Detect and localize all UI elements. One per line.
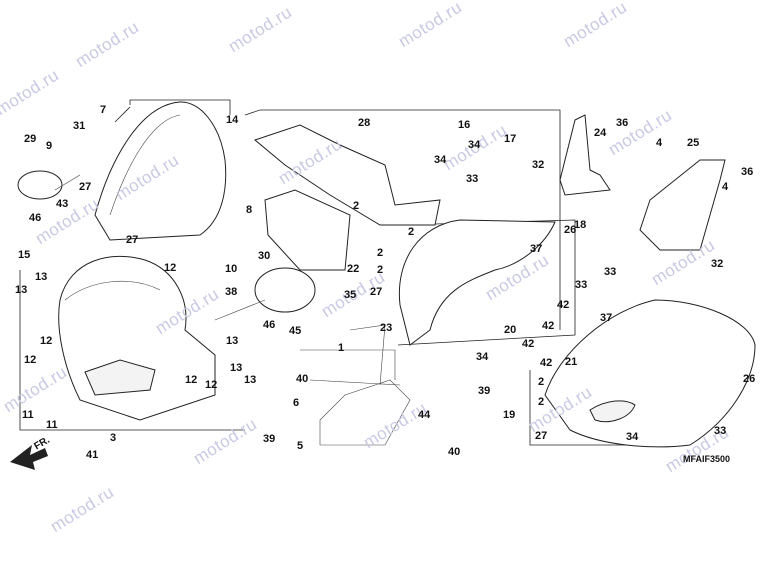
callout-33: 33 (466, 173, 479, 185)
callout-1: 1 (338, 342, 345, 354)
callout-5: 5 (297, 440, 304, 452)
callout-2: 2 (377, 247, 384, 259)
callout-29: 29 (24, 133, 37, 145)
callout-16: 16 (458, 119, 471, 131)
callout-25: 25 (687, 137, 700, 149)
callout-7: 7 (100, 104, 107, 116)
callout-40: 40 (448, 446, 461, 458)
inner-panel (253, 124, 441, 226)
callout-13: 13 (244, 374, 257, 386)
callout-42: 42 (522, 338, 535, 350)
mirror-right (214, 267, 316, 321)
callout-33: 33 (714, 425, 727, 437)
callout-37: 37 (600, 312, 613, 324)
callout-15: 15 (18, 249, 31, 261)
callout-27: 27 (126, 234, 139, 246)
callout-3: 3 (110, 432, 117, 444)
callout-42: 42 (557, 299, 570, 311)
callout-34: 34 (476, 351, 489, 363)
callout-22: 22 (347, 263, 360, 275)
callout-33: 33 (575, 279, 588, 291)
callout-2: 2 (377, 264, 384, 276)
callout-33: 33 (604, 266, 617, 278)
callout-34: 34 (468, 139, 481, 151)
callout-35: 35 (344, 289, 357, 301)
callout-21: 21 (565, 356, 578, 368)
callout-36: 36 (616, 117, 629, 129)
callout-11: 11 (22, 409, 34, 421)
callout-2: 2 (408, 226, 415, 238)
mirror-left (17, 170, 81, 200)
callout-8: 8 (246, 204, 253, 216)
side-cowl (544, 299, 756, 448)
upper-cowl (398, 219, 556, 346)
callout-9: 9 (46, 140, 53, 152)
callout-4: 4 (722, 181, 729, 193)
callout-41: 41 (86, 449, 99, 461)
callout-34: 34 (626, 431, 639, 443)
callout-11: 11 (46, 419, 58, 431)
callout-23: 23 (380, 322, 393, 334)
callout-12: 12 (185, 374, 198, 386)
callout-10: 10 (225, 263, 238, 275)
callout-42: 42 (542, 320, 555, 332)
callout-12: 12 (40, 335, 53, 347)
callout-32: 32 (711, 258, 724, 270)
callout-27: 27 (370, 286, 383, 298)
callout-28: 28 (358, 117, 371, 129)
callout-45: 45 (289, 325, 302, 337)
callout-2: 2 (353, 200, 360, 212)
callout-44: 44 (418, 409, 431, 421)
callout-31: 31 (73, 120, 86, 132)
callout-12: 12 (164, 262, 177, 274)
callout-13: 13 (230, 362, 243, 374)
callout-13: 13 (226, 335, 239, 347)
callout-40: 40 (296, 373, 309, 385)
callout-38: 38 (225, 286, 238, 298)
callout-37: 37 (530, 243, 543, 255)
callout-4: 4 (656, 137, 663, 149)
callout-26: 26 (743, 373, 756, 385)
diagram-code: MFAIF3500 (683, 454, 731, 464)
mounting-stay (300, 324, 411, 446)
callout-19: 19 (503, 409, 516, 421)
front-arrow-icon (10, 445, 48, 470)
callout-20: 20 (504, 324, 517, 336)
windscreen (94, 101, 227, 241)
callout-46: 46 (263, 319, 276, 331)
callout-30: 30 (258, 250, 271, 262)
callout-32: 32 (532, 159, 545, 171)
callout-34: 34 (434, 154, 447, 166)
callout-36: 36 (741, 166, 754, 178)
meter-cover (264, 189, 351, 271)
callout-13: 13 (35, 271, 48, 283)
callout-43: 43 (56, 198, 69, 210)
callout-2: 2 (538, 396, 545, 408)
callout-14: 14 (226, 114, 239, 126)
callout-12: 12 (205, 379, 218, 391)
callout-27: 27 (535, 430, 548, 442)
callout-13: 13 (15, 284, 28, 296)
callout-6: 6 (293, 397, 300, 409)
callout-46: 46 (29, 212, 42, 224)
callout-39: 39 (263, 433, 276, 445)
callout-27: 27 (79, 181, 92, 193)
callout-17: 17 (504, 133, 517, 145)
front-cowl (58, 255, 216, 421)
callout-42: 42 (540, 357, 553, 369)
stays (559, 114, 726, 251)
callout-18: 18 (574, 219, 587, 231)
callout-24: 24 (594, 127, 607, 139)
callout-39: 39 (478, 385, 491, 397)
callout-2: 2 (538, 376, 545, 388)
callout-26: 26 (564, 224, 577, 236)
callout-12: 12 (24, 354, 37, 366)
